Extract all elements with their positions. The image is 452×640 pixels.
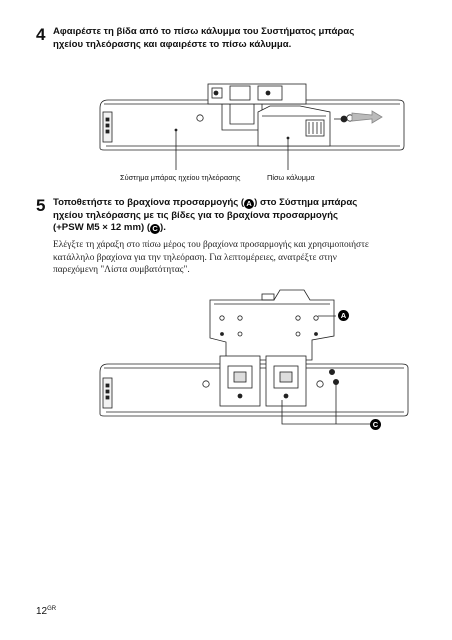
- callout-a: A: [338, 310, 349, 321]
- figure-remove-back-cover: [99, 83, 405, 170]
- step-5-body: Ελέγξτε τη χάραξη στο πίσω μέρος του βρα…: [53, 240, 369, 276]
- step-5-number: 5: [36, 196, 46, 215]
- step-5-title: Τοποθετήστε το βραχίονα προσαρμογής (A) …: [53, 197, 438, 235]
- label-back-cover: Πίσω κάλυμμα: [267, 173, 315, 182]
- marker-c-icon: C: [150, 224, 161, 235]
- step-4-title-line-1: Αφαιρέστε τη βίδα από το πίσω κάλυμμα το…: [53, 26, 355, 37]
- step-5-title-line-1: Τοποθετήστε το βραχίονα προσαρμογής (A) …: [53, 197, 358, 209]
- step-5-title-line-2: ηχείου τηλεόρασης με τις βίδες για το βρ…: [53, 209, 338, 221]
- step-4-title: Αφαιρέστε τη βίδα από το πίσω κάλυμμα το…: [53, 26, 438, 51]
- bracket-area: [207, 83, 307, 105]
- step-4-title-line-2: ηχείου τηλεόρασης και αφαιρέστε το πίσω …: [53, 38, 292, 50]
- page-number: 12GR: [36, 606, 57, 617]
- marker-a-icon: A: [244, 199, 255, 209]
- removal-arrow: [351, 110, 383, 124]
- bracket-screw: [328, 368, 335, 375]
- step-4-number: 4: [36, 25, 46, 44]
- callout-c: C: [370, 419, 381, 430]
- adapter-bracket: [209, 289, 335, 361]
- step-5-title-line-3: (+PSW M5 × 12 mm) (C).: [53, 222, 166, 235]
- label-soundbar-system: Σύστημα μπάρας ηχείου τηλεόρασης: [120, 173, 241, 182]
- figure-attach-bracket: [99, 289, 409, 425]
- soundbar-body: [99, 99, 405, 151]
